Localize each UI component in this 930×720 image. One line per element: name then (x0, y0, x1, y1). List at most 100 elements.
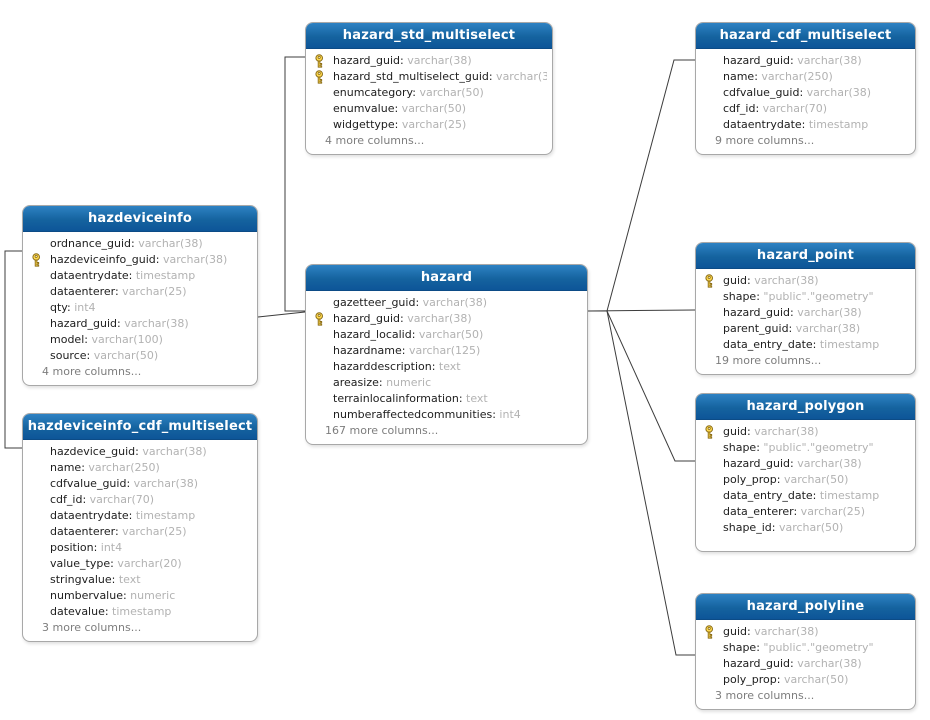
more-columns-label: 167 more columns... (325, 424, 439, 437)
column-row: enumvalue: varchar(50) (306, 101, 547, 117)
column-name: guid: (723, 625, 751, 638)
table-title-hazard_std_multiselect[interactable]: hazard_std_multiselect (306, 23, 552, 49)
column-name: cdf_id: (50, 493, 87, 506)
table-node-hazard_polygon[interactable]: hazard_polygon guid: varchar(38)shape: "… (695, 393, 916, 552)
column-name: hazard_guid: (333, 312, 404, 325)
column-row: guid: varchar(38) (696, 273, 910, 289)
table-node-hazard_cdf_multiselect[interactable]: hazard_cdf_multiselect hazard_guid: varch… (695, 22, 916, 155)
column-row: hazardname: varchar(125) (306, 343, 582, 359)
column-type: timestamp (805, 118, 869, 131)
column-type: numeric (126, 589, 176, 602)
column-row: hazard_guid: varchar(38) (696, 656, 910, 672)
column-row: qty: int4 (23, 300, 252, 316)
column-type: varchar(125) (405, 344, 481, 357)
more-columns-label: 4 more columns... (42, 365, 142, 378)
column-row: position: int4 (23, 540, 252, 556)
column-type: varchar(50) (398, 102, 467, 115)
column-row: numberaffectedcommunities: int4 (306, 407, 582, 423)
column-name: qty: (50, 301, 71, 314)
column-name: hazard_std_multiselect_guid: (333, 70, 493, 83)
column-type: timestamp (108, 605, 172, 618)
column-name: hazard_guid: (333, 54, 404, 67)
column-name: enumvalue: (333, 102, 399, 115)
column-row: model: varchar(100) (23, 332, 252, 348)
column-row: stringvalue: text (23, 572, 252, 588)
column-type: varchar(50) (780, 473, 849, 486)
column-type: varchar(25) (797, 505, 866, 518)
column-name: guid: (723, 274, 751, 287)
column-row: ordnance_guid: varchar(38) (23, 236, 252, 252)
table-title-hazard_point[interactable]: hazard_point (696, 243, 915, 269)
column-row: enumcategory: varchar(50) (306, 85, 547, 101)
column-row: name: varchar(250) (696, 69, 910, 85)
column-name: hazard_localid: (333, 328, 416, 341)
column-type: varchar(38) (419, 296, 488, 309)
column-row: cdf_id: varchar(70) (23, 492, 252, 508)
column-name: model: (50, 333, 88, 346)
column-row: poly_prop: varchar(50) (696, 672, 910, 688)
column-row: value_type: varchar(20) (23, 556, 252, 572)
column-row: name: varchar(250) (23, 460, 252, 476)
column-name: value_type: (50, 557, 114, 570)
relationship-line-hazard-to-hazard_polyline (588, 310, 695, 656)
primary-key-icon (704, 425, 716, 439)
more-columns-label: 3 more columns... (42, 621, 142, 634)
column-type: varchar(25) (398, 118, 467, 131)
table-columns-hazdeviceinfo: ordnance_guid: varchar(38) hazdeviceinfo… (23, 232, 257, 385)
column-name: numbervalue: (50, 589, 127, 602)
column-type: varchar(50) (775, 521, 844, 534)
table-title-hazard[interactable]: hazard (306, 265, 587, 291)
column-name: ordnance_guid: (50, 237, 135, 250)
column-type: varchar(38) (793, 306, 862, 319)
table-title-hazdeviceinfo_cdf_multiselect[interactable]: hazdeviceinfo_cdf_multiselect (23, 414, 257, 440)
column-row: gazetteer_guid: varchar(38) (306, 295, 582, 311)
column-name: data_entry_date: (723, 489, 817, 502)
column-name: hazard_guid: (723, 657, 794, 670)
table-node-hazard_point[interactable]: hazard_point guid: varchar(38)shape: "pu… (695, 242, 916, 375)
table-title-hazard_polyline[interactable]: hazard_polyline (696, 594, 915, 620)
column-type: varchar(70) (759, 102, 828, 115)
column-row: cdfvalue_guid: varchar(38) (696, 85, 910, 101)
column-type: varchar(38) (159, 253, 228, 266)
table-node-hazdeviceinfo_cdf_multiselect[interactable]: hazdeviceinfo_cdf_multiselect hazdevice_g… (22, 413, 258, 642)
column-name: parent_guid: (723, 322, 793, 335)
column-row: guid: varchar(38) (696, 624, 910, 640)
column-name: datevalue: (50, 605, 109, 618)
column-row: dataentrydate: timestamp (23, 508, 252, 524)
table-columns-hazard: gazetteer_guid: varchar(38) hazard_guid:… (306, 291, 587, 444)
column-type: numeric (382, 376, 432, 389)
column-type: varchar(38) (803, 86, 872, 99)
column-name: widgettype: (333, 118, 399, 131)
relationship-line-hazard-to-hazard_cdf_multiselect (588, 59, 695, 312)
column-type: varchar(25) (118, 285, 187, 298)
more-columns-label: 9 more columns... (715, 134, 815, 147)
column-type: timestamp (132, 269, 196, 282)
column-name: stringvalue: (50, 573, 116, 586)
primary-key-icon (704, 274, 716, 288)
column-type: int4 (70, 301, 96, 314)
column-type: varchar(50) (415, 328, 484, 341)
table-title-hazard_cdf_multiselect[interactable]: hazard_cdf_multiselect (696, 23, 915, 49)
table-node-hazard_polyline[interactable]: hazard_polyline guid: varchar(38)shape: … (695, 593, 916, 710)
column-type: varchar(25) (118, 525, 187, 538)
column-name: position: (50, 541, 98, 554)
primary-key-icon (31, 253, 43, 267)
column-row: shape: "public"."geometry" (696, 440, 910, 456)
column-type: varchar(38) (793, 457, 862, 470)
column-name: shape: (723, 441, 760, 454)
table-title-hazard_polygon[interactable]: hazard_polygon (696, 394, 915, 420)
column-type: varchar(3... (496, 70, 547, 83)
column-row: hazard_guid: varchar(38) (696, 53, 910, 69)
column-row: parent_guid: varchar(38) (696, 321, 910, 337)
table-columns-hazard_polygon: guid: varchar(38)shape: "public"."geomet… (696, 420, 915, 551)
column-name: hazardname: (333, 344, 406, 357)
column-type: "public"."geometry" (759, 290, 874, 303)
more-columns-label: 4 more columns... (325, 134, 425, 147)
column-row: hazdevice_guid: varchar(38) (23, 444, 252, 460)
table-title-hazdeviceinfo[interactable]: hazdeviceinfo (23, 206, 257, 232)
table-node-hazard_std_multiselect[interactable]: hazard_std_multiselect hazard_guid: varc… (305, 22, 553, 155)
